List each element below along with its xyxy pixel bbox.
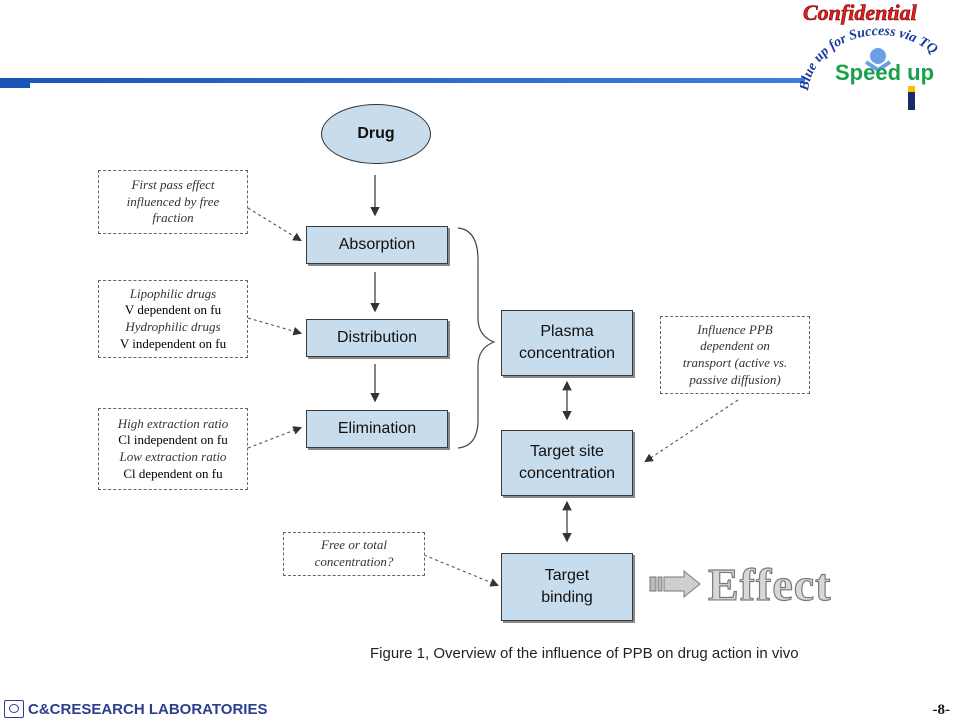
distribution-box: Distribution xyxy=(306,319,448,357)
target-binding-box: Target binding xyxy=(501,553,633,621)
target-binding-line-2: binding xyxy=(541,589,593,606)
note-arrow-free xyxy=(423,554,500,587)
grouping-brace xyxy=(457,227,496,449)
target-site-line-1: Target site xyxy=(530,443,604,461)
note-ppb-line: dependent on xyxy=(700,338,770,354)
company-logo: C&CRESEARCH LABORATORIES xyxy=(4,700,267,718)
note-elimination: High extraction ratio Cl independent on … xyxy=(98,408,248,490)
effect-arrow xyxy=(663,569,701,599)
note-arrow-ppb xyxy=(644,399,739,463)
note-free-line: Free or total xyxy=(321,537,387,553)
person-icon xyxy=(870,48,886,64)
note-elimination-line: Low extraction ratio xyxy=(119,449,227,464)
note-free-total: Free or total concentration? xyxy=(283,532,425,576)
plasma-concentration-box: Plasma concentration xyxy=(501,310,633,376)
note-free-line: concentration? xyxy=(314,554,394,569)
company-logo-icon xyxy=(4,700,24,718)
drug-node: Drug xyxy=(321,104,431,164)
target-site-line-2: concentration xyxy=(518,465,616,482)
page-number: -8- xyxy=(932,702,951,718)
elimination-box: Elimination xyxy=(306,410,448,448)
header-rule-accent xyxy=(0,82,30,88)
note-ppb-line: passive diffusion) xyxy=(689,371,781,387)
exclamation-icon xyxy=(908,90,915,110)
note-distribution-line: V dependent on fu xyxy=(124,302,222,318)
note-arrow-distribution xyxy=(247,317,303,336)
note-first-pass: First pass effect influenced by free fra… xyxy=(98,170,248,234)
note-ppb-line: transport (active vs. xyxy=(682,355,788,370)
note-arrow-first-pass xyxy=(247,207,302,242)
note-elimination-line: Cl dependent on fu xyxy=(123,465,223,481)
note-distribution-line: V independent on fu xyxy=(119,335,227,351)
note-distribution: Lipophilic drugs V dependent on fu Hydro… xyxy=(98,280,248,358)
note-first-pass-line: influenced by free xyxy=(126,193,220,209)
note-arrow-elimination xyxy=(247,426,303,449)
effect-label: Effect xyxy=(707,558,832,610)
figure-caption: Figure 1, Overview of the influence of P… xyxy=(370,645,799,662)
note-ppb-line: Influence PPB xyxy=(697,321,773,337)
note-distribution-line: Hydrophilic drugs xyxy=(125,319,221,334)
speed-up-badge: Blue up for Success via TQ xyxy=(800,24,940,110)
absorption-box: Absorption xyxy=(306,226,448,264)
speed-up-label: Speed up xyxy=(835,60,935,85)
plasma-line-1: Plasma xyxy=(540,323,594,341)
note-distribution-line: Lipophilic drugs xyxy=(129,285,217,301)
plasma-line-2: concentration xyxy=(518,345,616,362)
note-elimination-line: Cl independent on fu xyxy=(118,432,228,448)
target-site-concentration-box: Target site concentration xyxy=(501,430,633,496)
note-first-pass-line: First pass effect xyxy=(131,177,215,193)
note-ppb: Influence PPB dependent on transport (ac… xyxy=(660,316,810,394)
note-elimination-line: High extraction ratio xyxy=(117,415,229,431)
note-first-pass-line: fraction xyxy=(152,210,194,226)
confidential-label: Confidential xyxy=(803,0,917,25)
company-name: C&CRESEARCH LABORATORIES xyxy=(28,700,268,718)
header-rule xyxy=(0,78,805,83)
target-binding-line-1: Target xyxy=(544,567,590,585)
